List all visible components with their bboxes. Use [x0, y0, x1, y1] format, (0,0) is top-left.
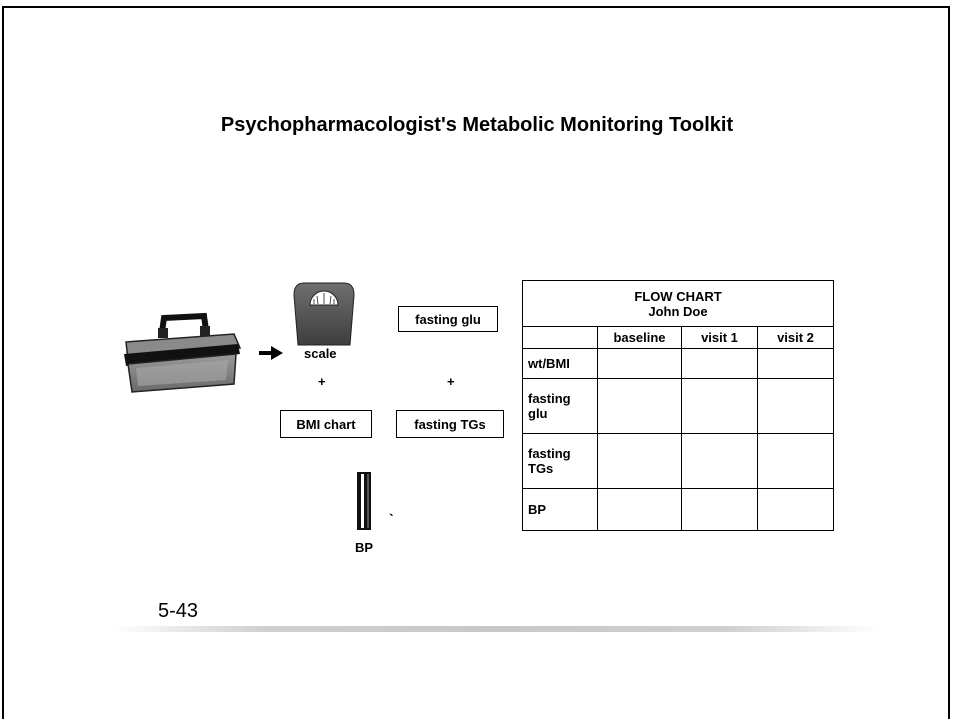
column-header: baseline [597, 326, 682, 349]
table-row: BP [522, 488, 834, 531]
table-cell [757, 488, 834, 531]
bmi-chart-box: BMI chart [280, 410, 372, 438]
row-label: wt/BMI [522, 348, 598, 379]
arrow-right-icon [259, 346, 283, 360]
table-row: wt/BMI [522, 348, 834, 379]
table-cell [681, 433, 758, 489]
slide-frame [2, 6, 950, 719]
flow-chart-table: FLOW CHART John Doe baseline visit 1 vis… [522, 280, 834, 531]
fasting-tgs-label: fasting TGs [414, 416, 486, 432]
table-row: fasting TGs [522, 433, 834, 489]
tick-mark: ` [389, 511, 394, 527]
bp-label: BP [355, 540, 374, 555]
flow-chart-title: FLOW CHART [634, 288, 722, 304]
row-label-text: fasting glu [528, 391, 571, 421]
slide-title: Psychopharmacologist's Metabolic Monitor… [220, 114, 734, 136]
column-header [522, 326, 598, 349]
column-header: visit 1 [681, 326, 758, 349]
toolbox-icon [124, 312, 242, 393]
table-cell [597, 348, 682, 379]
scale-icon [293, 282, 355, 346]
table-cell [597, 433, 682, 489]
column-header: visit 2 [757, 326, 834, 349]
row-label-text: fasting TGs [528, 446, 571, 476]
plus-sign-left: + [318, 374, 326, 389]
table-cell [681, 348, 758, 379]
scale-label: scale [304, 346, 337, 361]
flow-chart-header: FLOW CHART John Doe [522, 280, 834, 327]
table-row: fasting glu [522, 378, 834, 434]
table-cell [757, 433, 834, 489]
plus-sign-right: + [447, 374, 455, 389]
table-cell [597, 488, 682, 531]
table-cell [597, 378, 682, 434]
table-cell [681, 488, 758, 531]
fasting-glu-label: fasting glu [415, 311, 481, 327]
blood-pressure-icon [357, 472, 371, 530]
fasting-tgs-box: fasting TGs [396, 410, 504, 438]
patient-name: John Doe [648, 303, 708, 319]
fasting-glu-box: fasting glu [398, 306, 498, 332]
table-cell [757, 378, 834, 434]
table-cell [757, 348, 834, 379]
row-label: BP [522, 488, 598, 531]
slide-number: 5-43 [158, 600, 199, 622]
bmi-chart-label: BMI chart [296, 416, 356, 432]
row-label: fasting glu [522, 378, 598, 434]
footer-divider [110, 626, 880, 632]
table-cell [681, 378, 758, 434]
row-label: fasting TGs [522, 433, 598, 489]
